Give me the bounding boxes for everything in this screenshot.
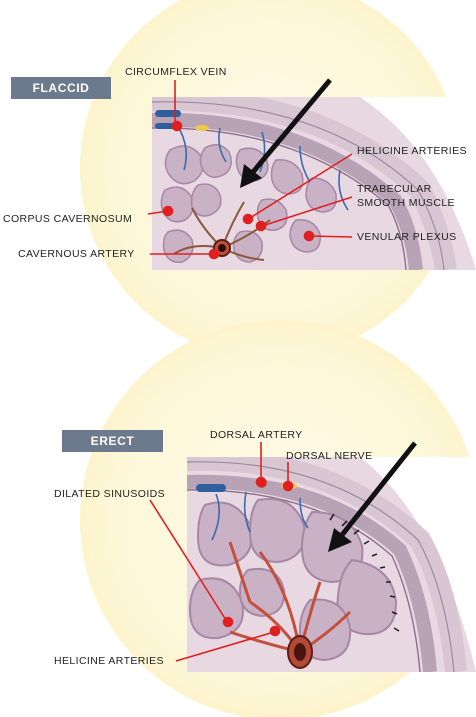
label-dorsal-artery: DORSAL ARTERY bbox=[210, 429, 303, 441]
label-trabecular-smooth-muscle-line2: SMOOTH MUSCLE bbox=[357, 197, 455, 209]
label-dilated-sinusoids: DILATED SINUSOIDS bbox=[54, 488, 166, 500]
flaccid-arrowhead bbox=[240, 164, 262, 188]
flaccid-direction-arrow bbox=[246, 78, 332, 180]
erect-arrowhead bbox=[328, 528, 352, 552]
flaccid-cross-section bbox=[152, 97, 476, 270]
erect-pointers bbox=[149, 442, 294, 662]
erect-state-badge: ERECT bbox=[62, 430, 163, 452]
label-helicine-arteries-flaccid: HELICINE ARTERIES bbox=[357, 145, 467, 157]
label-cavernous-artery: CAVERNOUS ARTERY bbox=[18, 248, 135, 260]
label-circumflex-vein: CIRCUMFLEX VEIN bbox=[125, 66, 227, 78]
flaccid-state-badge: FLACCID bbox=[11, 77, 111, 99]
label-venular-plexus: VENULAR PLEXUS bbox=[357, 231, 457, 243]
label-helicine-arteries-erect: HELICINE ARTERIES bbox=[54, 655, 164, 667]
erect-direction-arrow bbox=[336, 441, 417, 542]
flaccid-pointers bbox=[147, 80, 353, 260]
erect-cross-section bbox=[187, 457, 476, 672]
label-dorsal-nerve: DORSAL NERVE bbox=[286, 450, 373, 462]
label-corpus-cavernosum: CORPUS CAVERNOSUM bbox=[3, 213, 133, 225]
label-trabecular-smooth-muscle-line1: TRABECULAR bbox=[357, 183, 432, 195]
